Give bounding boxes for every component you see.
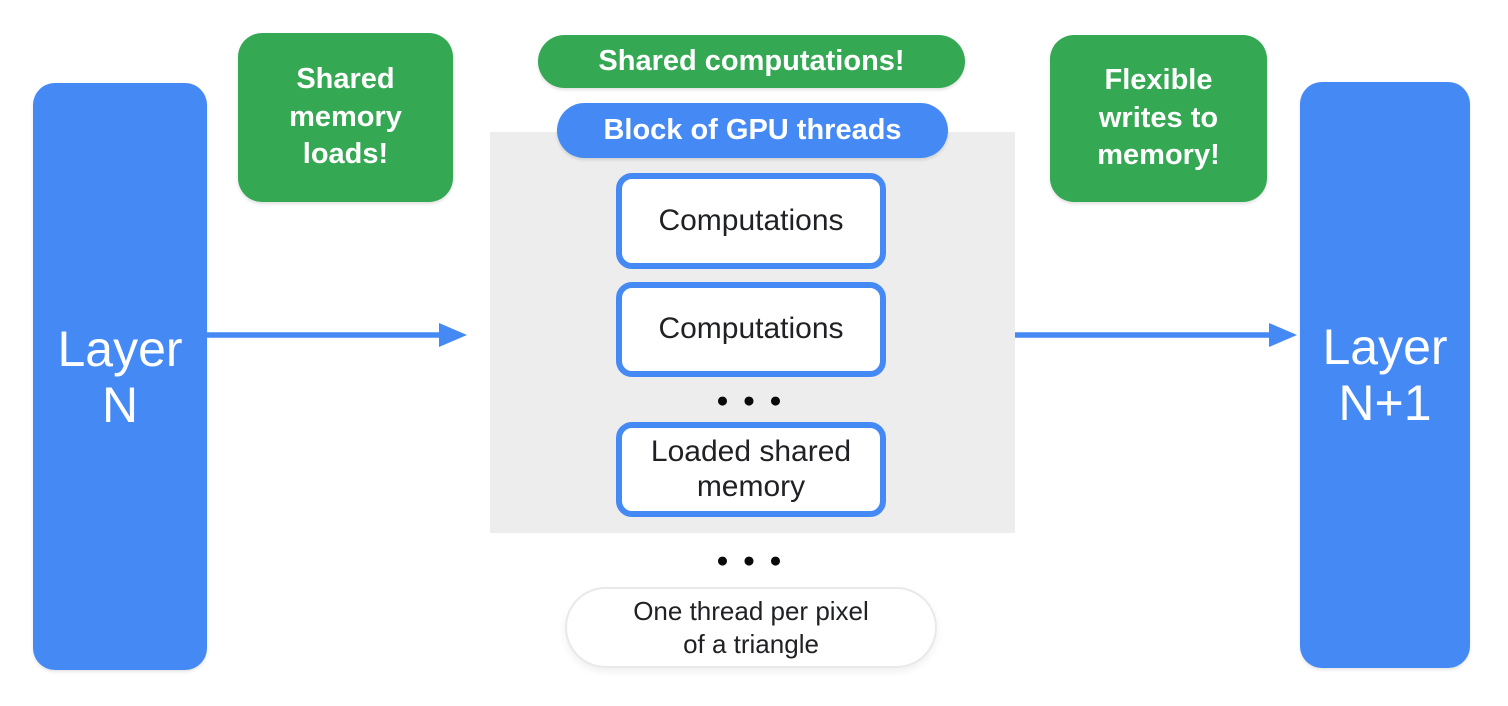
note-one-thread-per-pixel: One thread per pixel of a triangle bbox=[565, 587, 937, 668]
ellipsis-dots-outer: ● ● ● bbox=[716, 549, 786, 572]
callout-shared-computations: Shared computations! bbox=[538, 35, 965, 88]
callout-shared-memory-loads: Shared memory loads! bbox=[238, 33, 453, 202]
callout-flexible-writes: Flexible writes to memory! bbox=[1050, 35, 1267, 202]
loaded-shared-memory-box: Loaded shared memory bbox=[616, 422, 886, 517]
gpu-block-title: Block of GPU threads bbox=[557, 103, 948, 158]
ellipsis-dots-inner: ● ● ● bbox=[716, 389, 786, 412]
computations-box-2: Computations bbox=[616, 282, 886, 377]
layer-n-box: Layer N bbox=[33, 83, 207, 670]
flow-arrow-left-icon bbox=[205, 323, 467, 347]
layer-n-plus-1-box: Layer N+1 bbox=[1300, 82, 1470, 668]
flow-arrow-right-icon bbox=[1015, 323, 1297, 347]
computations-box-1: Computations bbox=[616, 173, 886, 269]
